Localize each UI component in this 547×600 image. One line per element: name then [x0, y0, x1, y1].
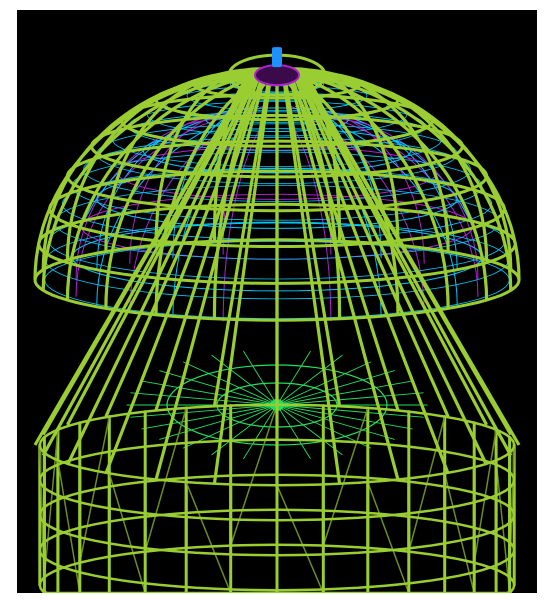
base-brace — [276, 484, 325, 593]
inner-spoke — [276, 392, 424, 406]
base-brace — [108, 472, 146, 593]
inner-spoke — [211, 404, 278, 456]
crown-ring-layer — [227, 47, 327, 97]
inner-spoke — [276, 404, 343, 456]
dome-meridian — [287, 67, 400, 411]
inner-spoke — [141, 404, 278, 430]
inner-spoke — [276, 404, 395, 440]
inner-spoke — [130, 392, 278, 406]
crown-inner-ring — [254, 64, 300, 87]
inner-spoke — [276, 404, 413, 430]
dome-meridian — [298, 71, 513, 457]
base-columns-layer — [38, 403, 516, 593]
base-ring — [38, 508, 516, 592]
inner-spoke — [276, 350, 311, 406]
inner-spoke — [276, 361, 371, 406]
inner-spoke — [183, 361, 278, 406]
dome-meridian — [296, 72, 489, 466]
inner-spoke — [243, 404, 278, 460]
dome-meridian — [41, 69, 256, 436]
dome-meridian — [41, 71, 256, 457]
dome-wireframe-model[interactable] — [17, 10, 537, 593]
model-viewport[interactable] — [17, 10, 537, 593]
base-brace — [367, 481, 410, 593]
base-ring — [38, 543, 516, 593]
dome-meridian — [154, 73, 267, 481]
inner-spoke — [130, 404, 278, 418]
dome-meridian — [33, 70, 255, 446]
base-brace — [185, 481, 232, 593]
dome-meridian — [104, 73, 262, 474]
dome-meridian — [65, 72, 258, 466]
inner-spoke — [276, 404, 424, 418]
dome-meridians-layer — [33, 66, 521, 486]
dome-meridian — [292, 73, 450, 474]
inner-spoke — [243, 350, 278, 406]
inner-spoke — [276, 404, 311, 460]
crown-node — [272, 47, 282, 68]
dome-meridian — [292, 68, 450, 418]
